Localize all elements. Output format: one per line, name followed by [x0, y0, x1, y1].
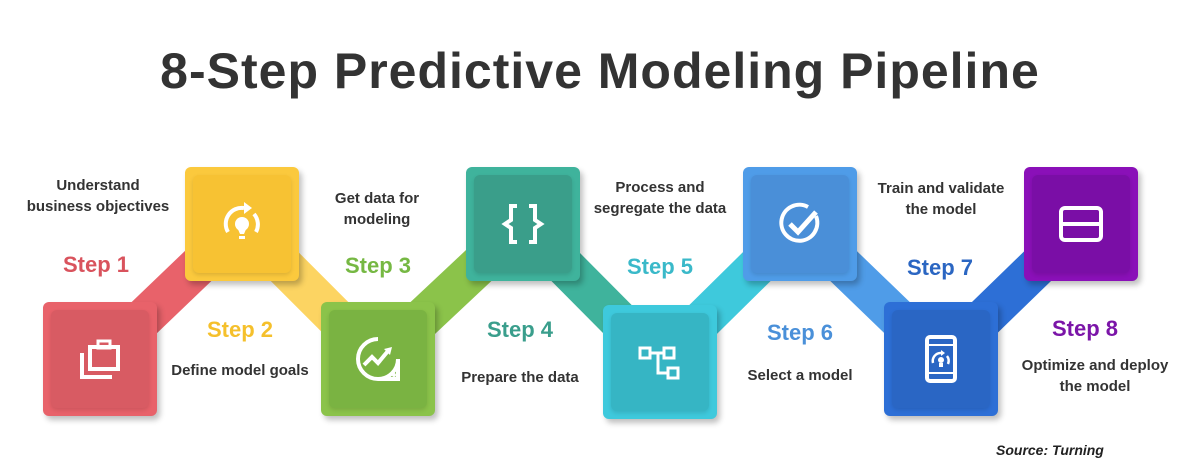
- step-1-label: Step 1: [62, 252, 130, 277]
- step-4-box: [466, 167, 580, 281]
- step-6-label: Step 6: [766, 320, 834, 345]
- step-5-label: Step 5: [626, 254, 694, 279]
- check-circle-icon: [779, 202, 820, 243]
- step-7-label: Step 7: [906, 255, 974, 280]
- source-credit: Source: Turning: [996, 442, 1104, 458]
- step-7-box: [884, 302, 998, 416]
- step-2-label: Step 2: [206, 317, 274, 342]
- step-3-label: Step 3: [344, 253, 412, 278]
- step-5-box: [603, 305, 717, 419]
- briefcase-icon: [80, 339, 120, 379]
- step-4-label: Step 4: [486, 317, 554, 342]
- step-1-description: Understand business objectives: [26, 177, 170, 215]
- step-2-box: [185, 167, 299, 281]
- tablet-refresh-icon: [925, 335, 957, 383]
- step-7-description: Train and validate the model: [877, 180, 1005, 218]
- lightbulb-refresh-icon: [223, 202, 260, 239]
- step-4-description: Prepare the data: [461, 369, 579, 386]
- step-2-description: Define model goals: [171, 362, 309, 379]
- trend-chart-icon: [356, 337, 400, 381]
- step-8-description: Optimize and deploy the model: [1021, 357, 1169, 395]
- step-8-box: [1024, 167, 1138, 281]
- step-3-box: [321, 302, 435, 416]
- page-title: 8-Step Predictive Modeling Pipeline: [160, 43, 1040, 99]
- hierarchy-icon: [638, 346, 680, 380]
- curly-braces-icon: [501, 204, 545, 244]
- step-8-label: Step 8: [1051, 316, 1119, 341]
- step-6-description: Select a model: [747, 367, 853, 384]
- deploy-panel-icon: [1059, 206, 1103, 242]
- step-1-box: [43, 302, 157, 416]
- step-6-box: [743, 167, 857, 281]
- step-5-description: Process and segregate the data: [593, 179, 727, 217]
- step-3-description: Get data for modeling: [334, 190, 420, 228]
